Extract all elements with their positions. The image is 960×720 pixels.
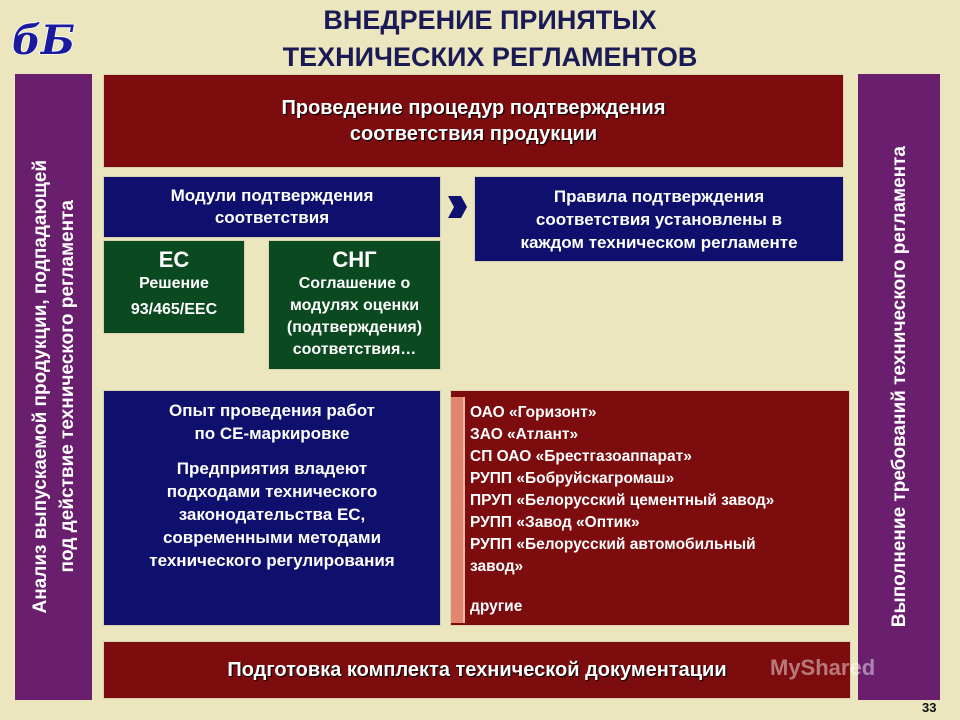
list-item: ЗАО «Атлант» — [470, 426, 579, 443]
confirmation-procedures-box: Проведение процедур подтверждения соотве… — [103, 74, 844, 168]
exp-line-1: Опыт проведения работ — [168, 401, 375, 420]
enterprises-box — [450, 390, 850, 626]
left-band-line-1: Анализ выпускаемой продукции, подпадающе… — [29, 160, 51, 614]
exp-line-4: подходами технического — [166, 482, 378, 501]
cis-title: СНГ — [332, 247, 377, 272]
enterprises-list: ОАО «Горизонт» ЗАО «Атлант» СП ОАО «Брес… — [470, 402, 848, 578]
list-item: РУПП «Бобруйскагромаш» — [470, 470, 675, 487]
rules-line-1: Правила подтверждения — [553, 186, 765, 206]
list-item: РУПП «Белорусский автомобильный — [470, 536, 756, 553]
arrow-right-icon — [448, 196, 467, 218]
documentation-box: Подготовка комплекта технической докумен… — [103, 641, 851, 699]
confirmation-rules-box: Правила подтверждения соответствия устан… — [474, 176, 844, 262]
logo-text: бБ — [12, 17, 75, 62]
exp-line-5: законодательства ЕС, — [178, 505, 366, 524]
title-line-1: ВНЕДРЕНИЕ ПРИНЯТЫХ — [323, 5, 657, 35]
top-box-line-1: Проведение процедур подтверждения — [281, 97, 666, 119]
page-number: 33 — [922, 700, 937, 715]
left-band-line-2: под действие технического регламента — [56, 200, 78, 574]
cis-line-1: Соглашение о — [298, 275, 411, 292]
eu-line-2: 93/465/ЕЕС — [130, 301, 218, 318]
ce-marking-experience-box: Опыт проведения работ по СЕ-маркировке П… — [103, 390, 441, 626]
list-item: РУПП «Завод «Оптик» — [470, 514, 640, 531]
eu-title: ЕС — [158, 247, 190, 272]
bottom-box-text: Подготовка комплекта технической докумен… — [227, 659, 727, 681]
right-band: Выполнение требований технического регла… — [858, 74, 940, 700]
exp-line-2: по СЕ-маркировке — [194, 424, 350, 443]
enterprises-stripe — [451, 397, 465, 623]
page-title: ВНЕДРЕНИЕ ПРИНЯТЫХ ТЕХНИЧЕСКИХ РЕГЛАМЕНТ… — [200, 2, 780, 76]
modules-line-1: Модули подтверждения — [170, 186, 374, 205]
right-band-text: Выполнение требований технического регла… — [888, 146, 910, 628]
company-logo: бБ — [11, 16, 76, 62]
cis-line-4: соответствия… — [292, 341, 417, 358]
exp-line-7: технического регулирования — [149, 551, 395, 570]
list-item: ПРУП «Белорусский цементный завод» — [470, 492, 775, 509]
list-item: завод» — [470, 558, 524, 575]
list-item: ОАО «Горизонт» — [470, 404, 597, 421]
eu-line-1: Решение — [139, 275, 209, 292]
rules-line-3: каждом техническом регламенте — [520, 232, 798, 252]
enterprises-other: другие — [470, 598, 523, 615]
watermark: MyShared — [770, 655, 876, 680]
exp-line-6: современными методами — [162, 528, 382, 547]
list-item: СП ОАО «Брестгазоаппарат» — [470, 448, 692, 465]
cis-agreement-box: СНГ Соглашение о модулях оценки (подтвер… — [268, 240, 441, 370]
title-line-2: ТЕХНИЧЕСКИХ РЕГЛАМЕНТОВ — [282, 42, 698, 72]
conformity-modules-box: Модули подтверждения соответствия — [103, 176, 441, 238]
modules-line-2: соответствия — [214, 208, 330, 227]
cis-line-2: модулях оценки — [289, 297, 420, 314]
left-band: Анализ выпускаемой продукции, подпадающе… — [15, 74, 92, 700]
rules-line-2: соответствия установлены в — [535, 209, 783, 229]
left-band-text: Анализ выпускаемой продукции, подпадающе… — [27, 160, 81, 614]
eu-decision-box: ЕС Решение 93/465/ЕЕС — [103, 240, 245, 334]
cis-line-3: (подтверждения) — [286, 319, 423, 336]
exp-line-3: Предприятия владеют — [176, 459, 368, 478]
top-box-line-2: соответствия продукции — [349, 123, 598, 145]
